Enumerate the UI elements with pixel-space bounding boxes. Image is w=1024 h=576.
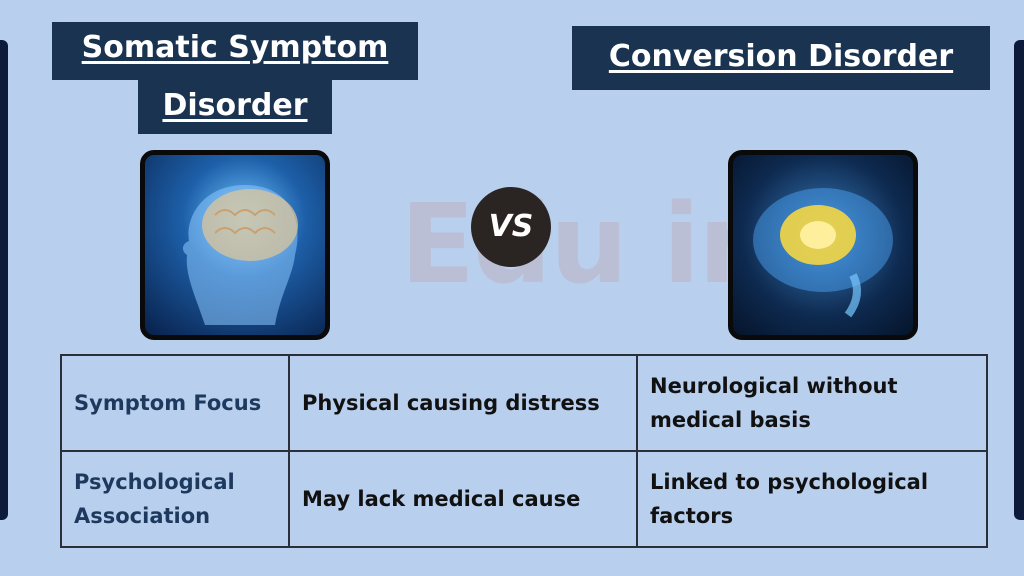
- comparison-table: Symptom Focus Physical causing distress …: [60, 354, 988, 548]
- glowing-brain-image: [728, 150, 918, 340]
- somatic-cell: May lack medical cause: [288, 450, 638, 548]
- row-label: Psychological Association: [60, 450, 290, 548]
- left-title-line1: Somatic Symptom: [52, 22, 418, 80]
- somatic-cell: Physical causing distress: [288, 354, 638, 452]
- head-brain-image: [140, 150, 330, 340]
- left-edge-bar: [0, 40, 8, 520]
- conversion-cell: Neurological without medical basis: [636, 354, 988, 452]
- table-row: Symptom Focus Physical causing distress …: [60, 354, 988, 452]
- left-title-line2: Disorder: [138, 80, 332, 134]
- conversion-cell: Linked to psychological factors: [636, 450, 988, 548]
- right-title: Conversion Disorder: [572, 26, 990, 90]
- row-label: Symptom Focus: [60, 354, 290, 452]
- table-row: Psychological Association May lack medic…: [60, 450, 988, 548]
- vs-badge: VS: [471, 187, 551, 267]
- right-edge-bar: [1014, 40, 1024, 520]
